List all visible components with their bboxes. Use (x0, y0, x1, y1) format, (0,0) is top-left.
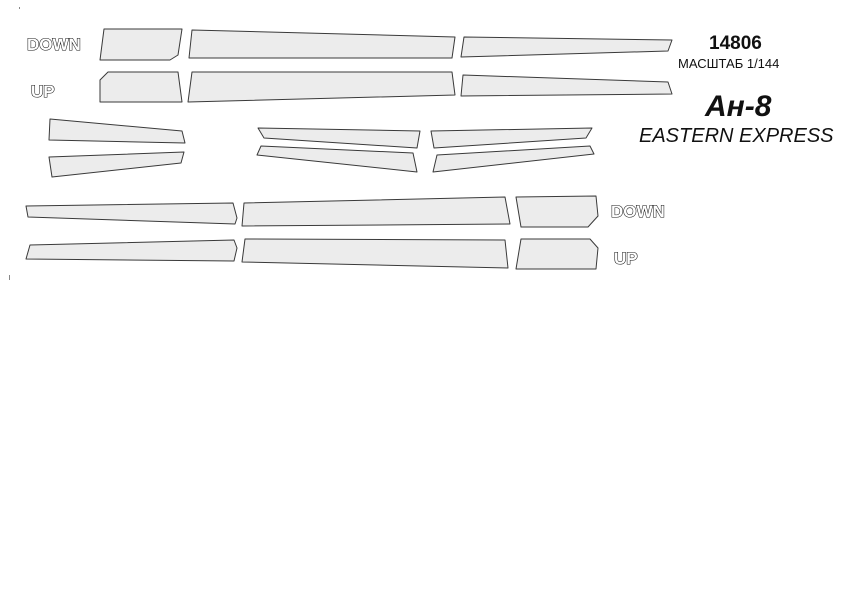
mask-part-mid-right-2 (432, 145, 595, 173)
mask-part-top-up-1 (99, 71, 183, 103)
mask-part-mid-center-2 (256, 145, 418, 173)
label-bottom-down: DOWN (611, 202, 665, 221)
mask-part-mid-center-1 (257, 127, 421, 149)
scale-label: МАСШТАБ 1/144 (678, 56, 780, 71)
kit-number: 14806 (709, 33, 762, 54)
mask-part-mid-left-2 (48, 151, 185, 178)
mask-part-bottom-down-3 (515, 195, 599, 228)
mask-part-top-up-3 (460, 74, 673, 97)
mask-part-bottom-up-3 (515, 238, 599, 270)
corner-tick-top (19, 7, 20, 9)
label-top-up: UP (31, 82, 55, 101)
mask-part-mid-left-1 (48, 118, 186, 144)
mask-part-top-up-2 (187, 71, 456, 103)
mask-part-top-down-2 (188, 29, 456, 59)
mask-part-bottom-down-1 (25, 202, 238, 225)
model-title: Ан-8 (705, 90, 772, 123)
mask-part-bottom-up-2 (241, 238, 509, 269)
manufacturer-name: EASTERN EXPRESS (639, 125, 834, 147)
mask-part-top-down-1 (99, 28, 183, 61)
label-top-down: DOWN (27, 35, 81, 54)
mask-part-top-down-3 (460, 36, 673, 58)
corner-tick-bottom (9, 275, 10, 280)
mask-part-bottom-up-1 (25, 239, 238, 262)
mask-part-bottom-down-2 (241, 196, 511, 227)
label-bottom-up: UP (614, 249, 638, 268)
mask-part-mid-right-1 (430, 127, 593, 149)
